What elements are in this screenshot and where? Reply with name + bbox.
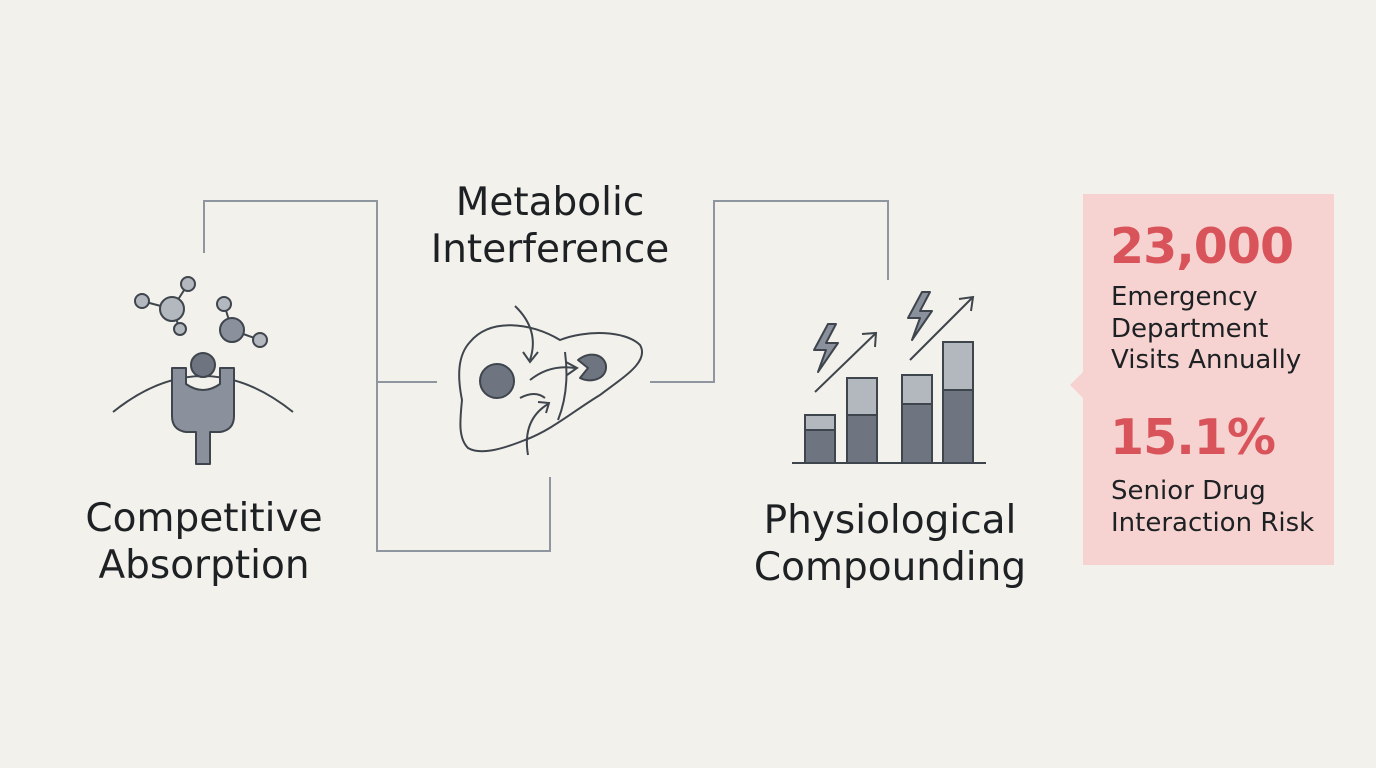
label-physiological-compounding: Physiological Compounding [753,498,1027,590]
bar-chart-lightning-icon [792,291,986,464]
molecule-receptor-icon [112,276,294,465]
stats-callout-card: 23,000 Emergency Department Visits Annua… [1070,194,1334,565]
label-competitive-absorption: Competitive Absorption [85,496,323,588]
liver-icon [458,305,643,456]
stat-emergency-visits-label: Emergency Department Visits Annually [1111,282,1302,376]
connector-absorption-metabolic [203,200,551,552]
label-metabolic-interference: Metabolic Interference [430,180,670,272]
stat-senior-risk-label: Senior Drug Interaction Risk [1111,476,1315,538]
connector-metabolic-physio [650,200,889,383]
stat-senior-risk-value: 15.1% [1110,409,1276,466]
stat-emergency-visits-value: 23,000 [1110,218,1294,275]
